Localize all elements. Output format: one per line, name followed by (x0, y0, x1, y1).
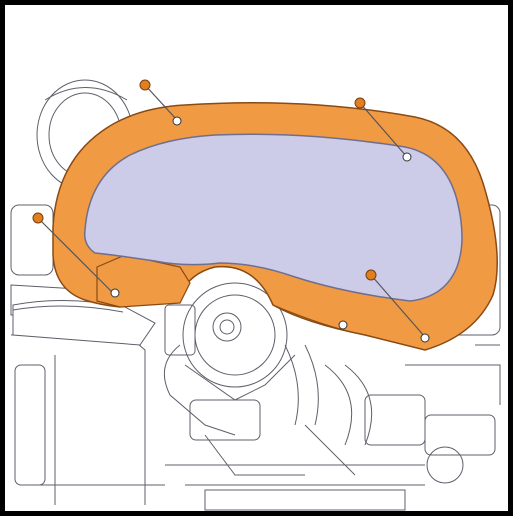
dashboard-bezel-diagram (10, 79, 501, 511)
mount-hole-icon (338, 320, 348, 330)
mount-hole-icon (110, 288, 120, 298)
leader-line (144, 84, 178, 121)
mount-hole-icon (420, 333, 430, 343)
mount-hole-icon (402, 152, 412, 162)
leader-line (37, 217, 114, 294)
display-screen (83, 133, 463, 302)
screw-group (32, 79, 430, 343)
screw-icon (354, 97, 366, 109)
screw-icon (139, 79, 151, 91)
left-housing (10, 204, 54, 276)
mount-hole-icon (172, 116, 182, 126)
leader-line (359, 102, 408, 158)
leader-line (370, 274, 426, 338)
screw-icon (365, 269, 377, 281)
screw-icon (32, 212, 44, 224)
steering-hub (182, 282, 288, 388)
